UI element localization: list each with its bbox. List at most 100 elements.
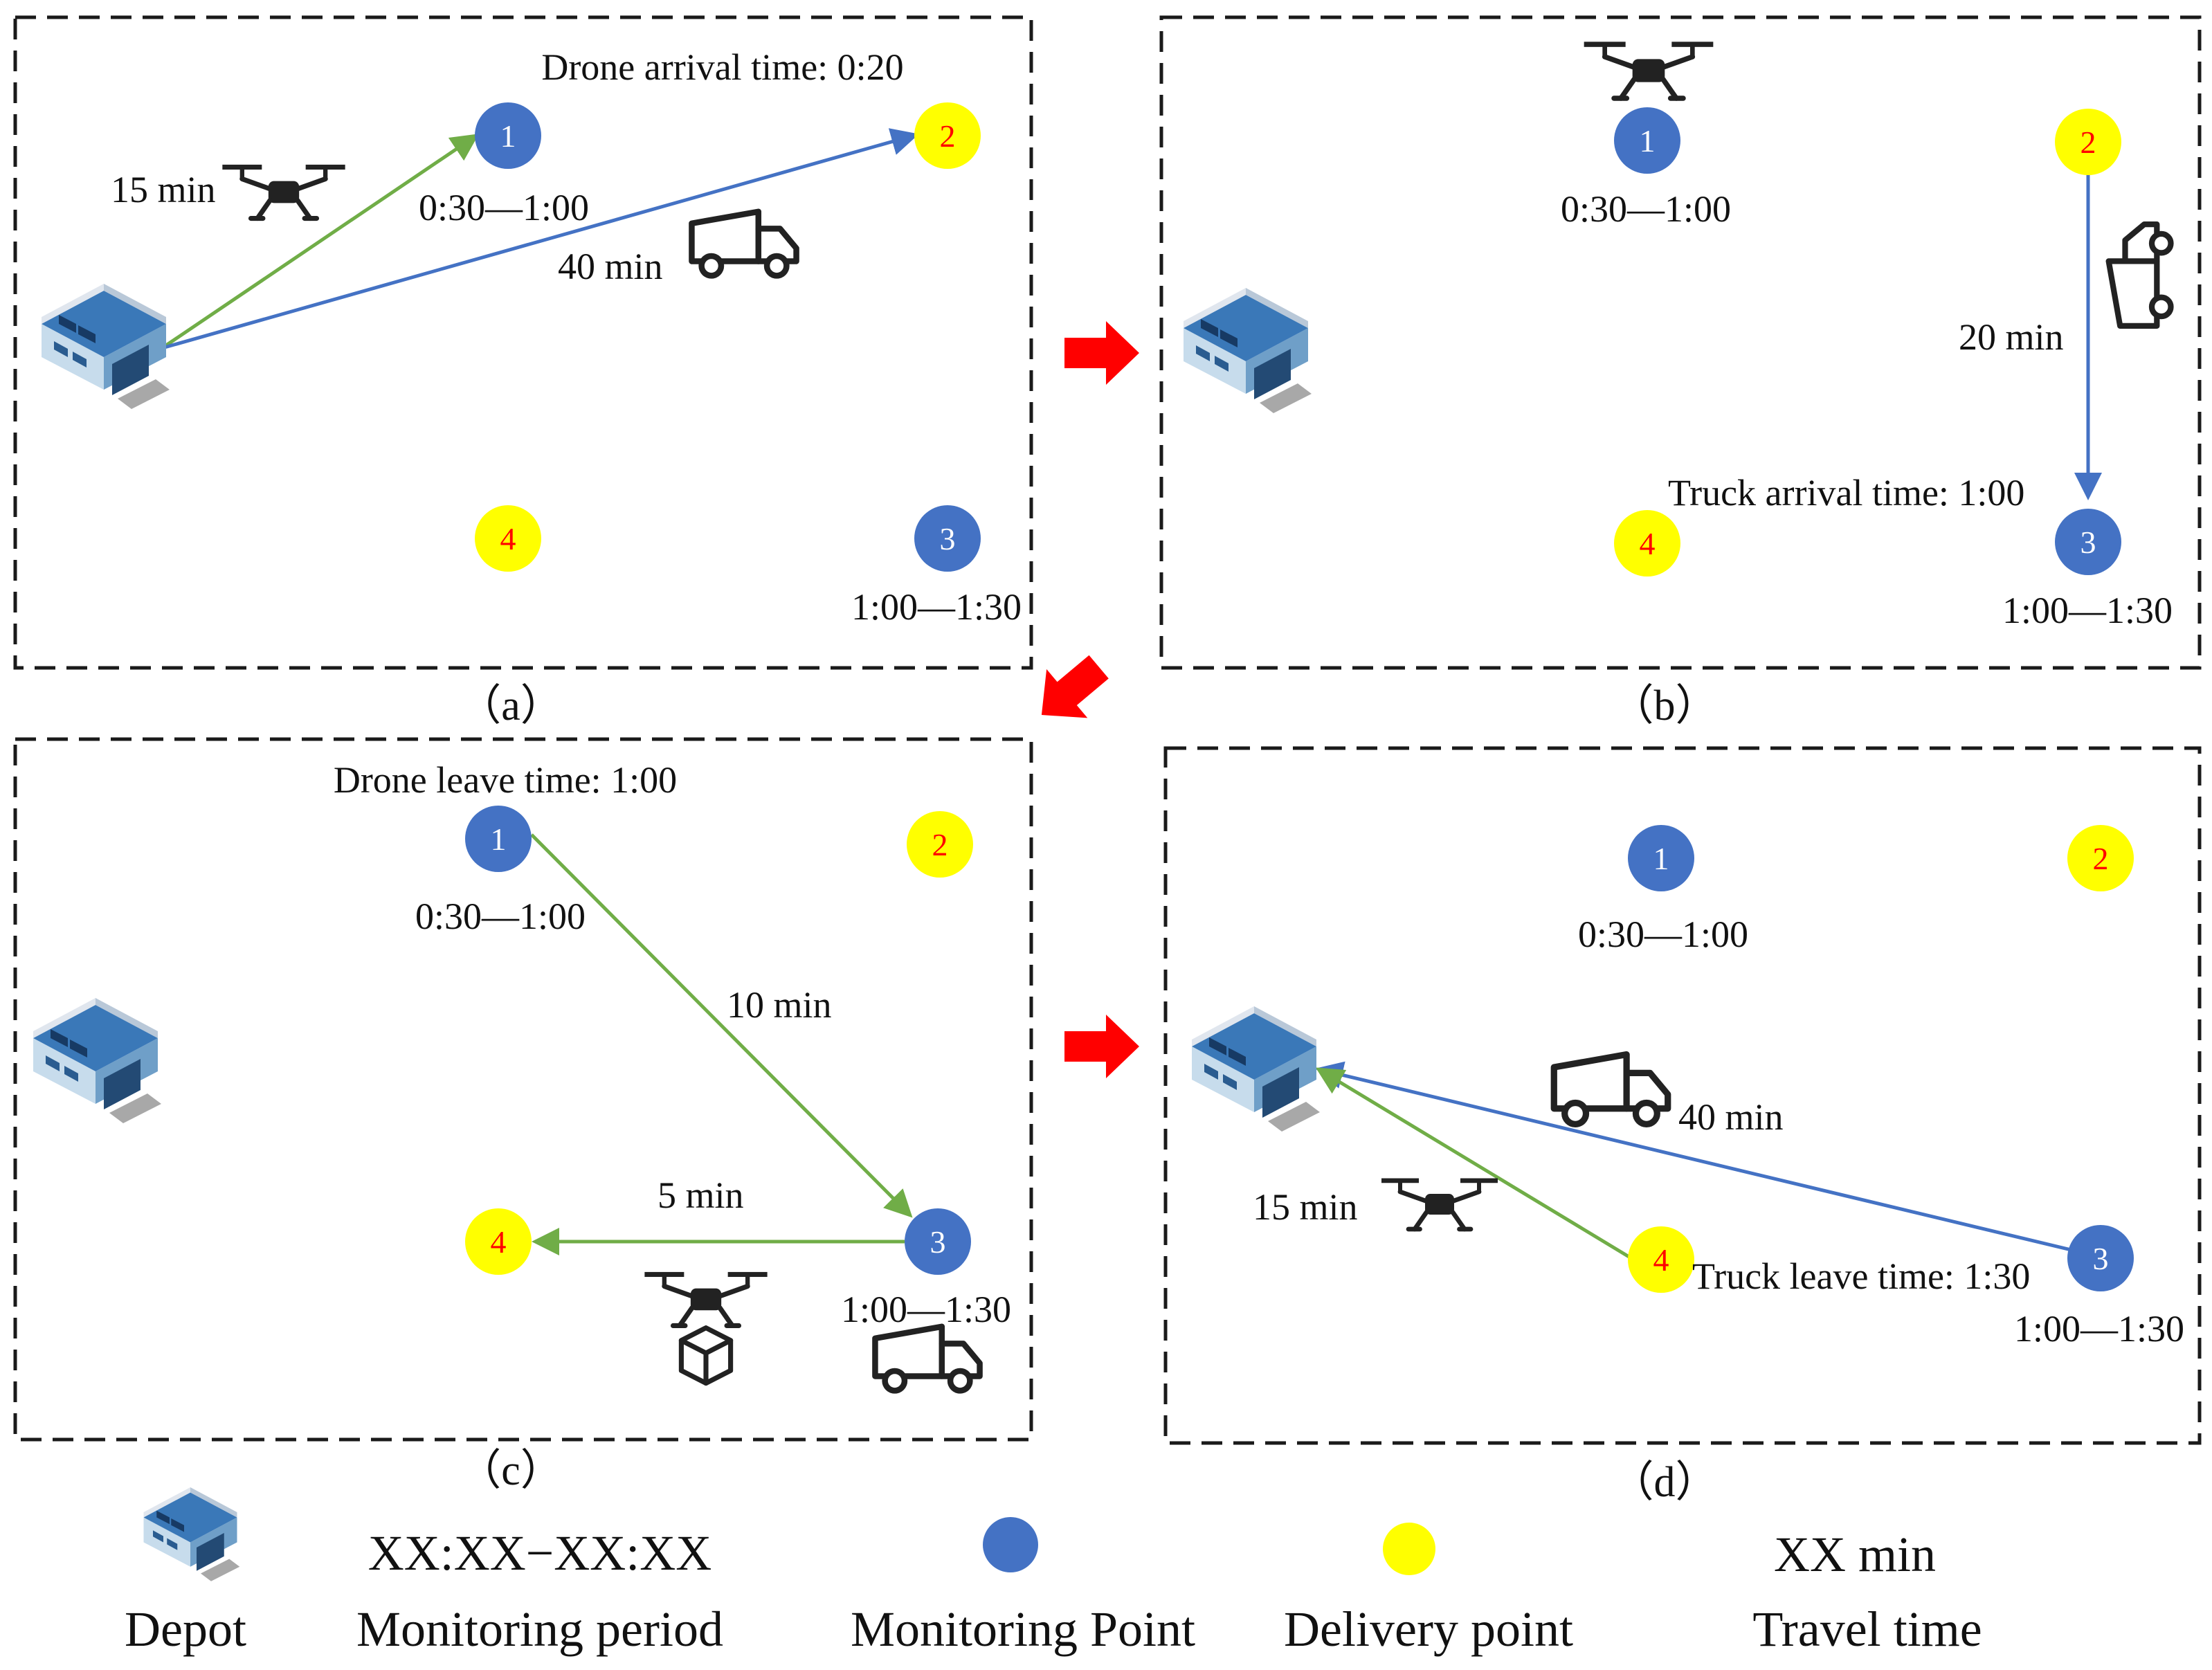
node-number: 2 [940, 118, 956, 154]
drone-package-icon [644, 1272, 767, 1383]
node-number: 2 [2093, 841, 2109, 876]
arrow-icon [1064, 1015, 1139, 1078]
truck-icon-rotated [2109, 224, 2171, 326]
monitoring-point-3: 3 [905, 1208, 971, 1275]
panel-caption: （c） [458, 1447, 563, 1494]
arrow-icon [1041, 655, 1109, 718]
monitoring-point-marker [905, 1208, 971, 1275]
truck-icon [875, 1327, 979, 1391]
panel-a: 1 2 4 3 Drone arrival time: 0:20 15 min … [13, 15, 1033, 729]
monitoring-point-3: 3 [2055, 509, 2121, 575]
monitoring-point-1: 1 [1628, 825, 1694, 891]
drone-time-label-2: 5 min [658, 1174, 744, 1216]
monitoring-point-marker [2055, 509, 2121, 575]
drone-route-arrow [1315, 1067, 1633, 1260]
node-number: 4 [500, 521, 516, 556]
delivery-point-2: 2 [2067, 825, 2134, 891]
truck-time-label: 40 min [558, 246, 663, 287]
drone-icon [1381, 1179, 1498, 1230]
event-label: Truck leave time: 1:30 [1692, 1255, 2030, 1297]
event-label: Truck arrival time: 1:00 [1668, 472, 2024, 514]
node-number: 4 [491, 1224, 507, 1260]
panel-caption: （b） [1611, 682, 1718, 729]
panel-c: 1 2 4 3 Drone leave time: 1:00 0:30—1:00… [13, 737, 1033, 1494]
monitoring-point-marker [914, 505, 981, 572]
period-label-1: 0:30—1:00 [1578, 914, 1748, 955]
delivery-point-marker [907, 811, 973, 878]
period-label-3: 1:00—1:30 [841, 1289, 1011, 1330]
panel-caption: （a） [458, 682, 563, 729]
panel-d-frame [1163, 746, 2202, 1445]
delivery-point-marker [2055, 109, 2121, 175]
delivery-point-marker [2067, 825, 2134, 891]
panel-caption: （d） [1611, 1459, 1718, 1506]
legend-monitoring-label: Monitoring Point [851, 1601, 1195, 1657]
panel-d: 1 2 4 3 0:30—1:00 40 min 15 min Truck le… [1163, 746, 2202, 1506]
node-number: 2 [2080, 125, 2096, 160]
depot-icon [42, 284, 170, 409]
delivery-point-2: 2 [914, 102, 981, 169]
delivery-point-marker [1628, 1226, 1694, 1293]
arrow-icon [1064, 321, 1139, 385]
monitoring-point-1: 1 [475, 102, 541, 169]
delivery-point-4: 4 [475, 505, 541, 572]
delivery-point-marker [475, 505, 541, 572]
legend-time-label: Travel time [1752, 1601, 1982, 1657]
node-number: 4 [1653, 1242, 1669, 1278]
legend-delivery-marker [1383, 1523, 1435, 1575]
node-number: 1 [500, 118, 516, 154]
node-number: 3 [2080, 525, 2096, 560]
truck-route-arrow [161, 128, 919, 350]
truck-time-label: 40 min [1678, 1096, 1784, 1138]
monitoring-point-marker [1614, 107, 1680, 174]
node-number: 1 [491, 822, 507, 857]
delivery-point-marker [465, 1208, 532, 1275]
step-arrows [1041, 321, 1139, 1078]
depot-icon [1192, 1006, 1320, 1132]
period-label-3: 1:00—1:30 [2002, 590, 2173, 631]
node-number: 3 [940, 521, 956, 556]
depot-icon [33, 998, 161, 1123]
delivery-point-marker [1614, 510, 1680, 577]
legend-depot-label: Depot [125, 1601, 246, 1657]
panel-b-frame [1159, 15, 2202, 670]
truck-icon [2109, 224, 2171, 326]
monitoring-point-1: 1 [465, 806, 532, 872]
legend: Depot XX:XX−XX:XX Monitoring period Moni… [125, 1487, 1982, 1657]
monitoring-point-marker [465, 806, 532, 872]
monitoring-point-marker [475, 102, 541, 169]
event-label: Drone arrival time: 0:20 [541, 46, 903, 88]
monitoring-point-marker [2067, 1225, 2134, 1291]
drone-time-label: 15 min [111, 169, 216, 210]
truck-time-label: 20 min [1959, 316, 2064, 358]
monitoring-point-3: 3 [914, 505, 981, 572]
legend-time-sample: XX min [1774, 1527, 1936, 1582]
truck-icon [691, 212, 796, 276]
period-label-1: 0:30—1:00 [419, 187, 589, 228]
drone-route-arrow [530, 833, 913, 1218]
drone-time-label: 15 min [1253, 1186, 1358, 1228]
node-number: 4 [1640, 526, 1656, 561]
node-number: 1 [1640, 123, 1656, 158]
monitoring-point-3: 3 [2067, 1225, 2134, 1291]
depot-icon [143, 1487, 240, 1581]
truck-icon [1554, 1055, 1667, 1125]
panel-b: 1 2 4 3 0:30—1:00 20 min Truck arrival t… [1159, 15, 2202, 729]
node-number: 2 [932, 827, 948, 862]
legend-delivery-label: Delivery point [1284, 1601, 1573, 1657]
node-number: 1 [1653, 841, 1669, 876]
delivery-point-marker [914, 102, 981, 169]
drone-icon [1584, 42, 1714, 98]
legend-period-label: Monitoring period [356, 1601, 723, 1657]
delivery-point-4: 4 [465, 1208, 532, 1275]
drone-time-label-1: 10 min [727, 984, 832, 1026]
truck-route-arrow [1315, 1061, 2098, 1258]
delivery-point-2: 2 [2055, 109, 2121, 175]
period-label-3: 1:00—1:30 [851, 586, 1022, 628]
period-label-3: 1:00—1:30 [2014, 1308, 2184, 1350]
node-number: 3 [930, 1224, 946, 1260]
event-label: Drone leave time: 1:00 [334, 759, 677, 801]
node-number: 3 [2093, 1241, 2109, 1276]
delivery-point-4: 4 [1628, 1226, 1694, 1293]
drone-route-arrow [161, 134, 480, 350]
